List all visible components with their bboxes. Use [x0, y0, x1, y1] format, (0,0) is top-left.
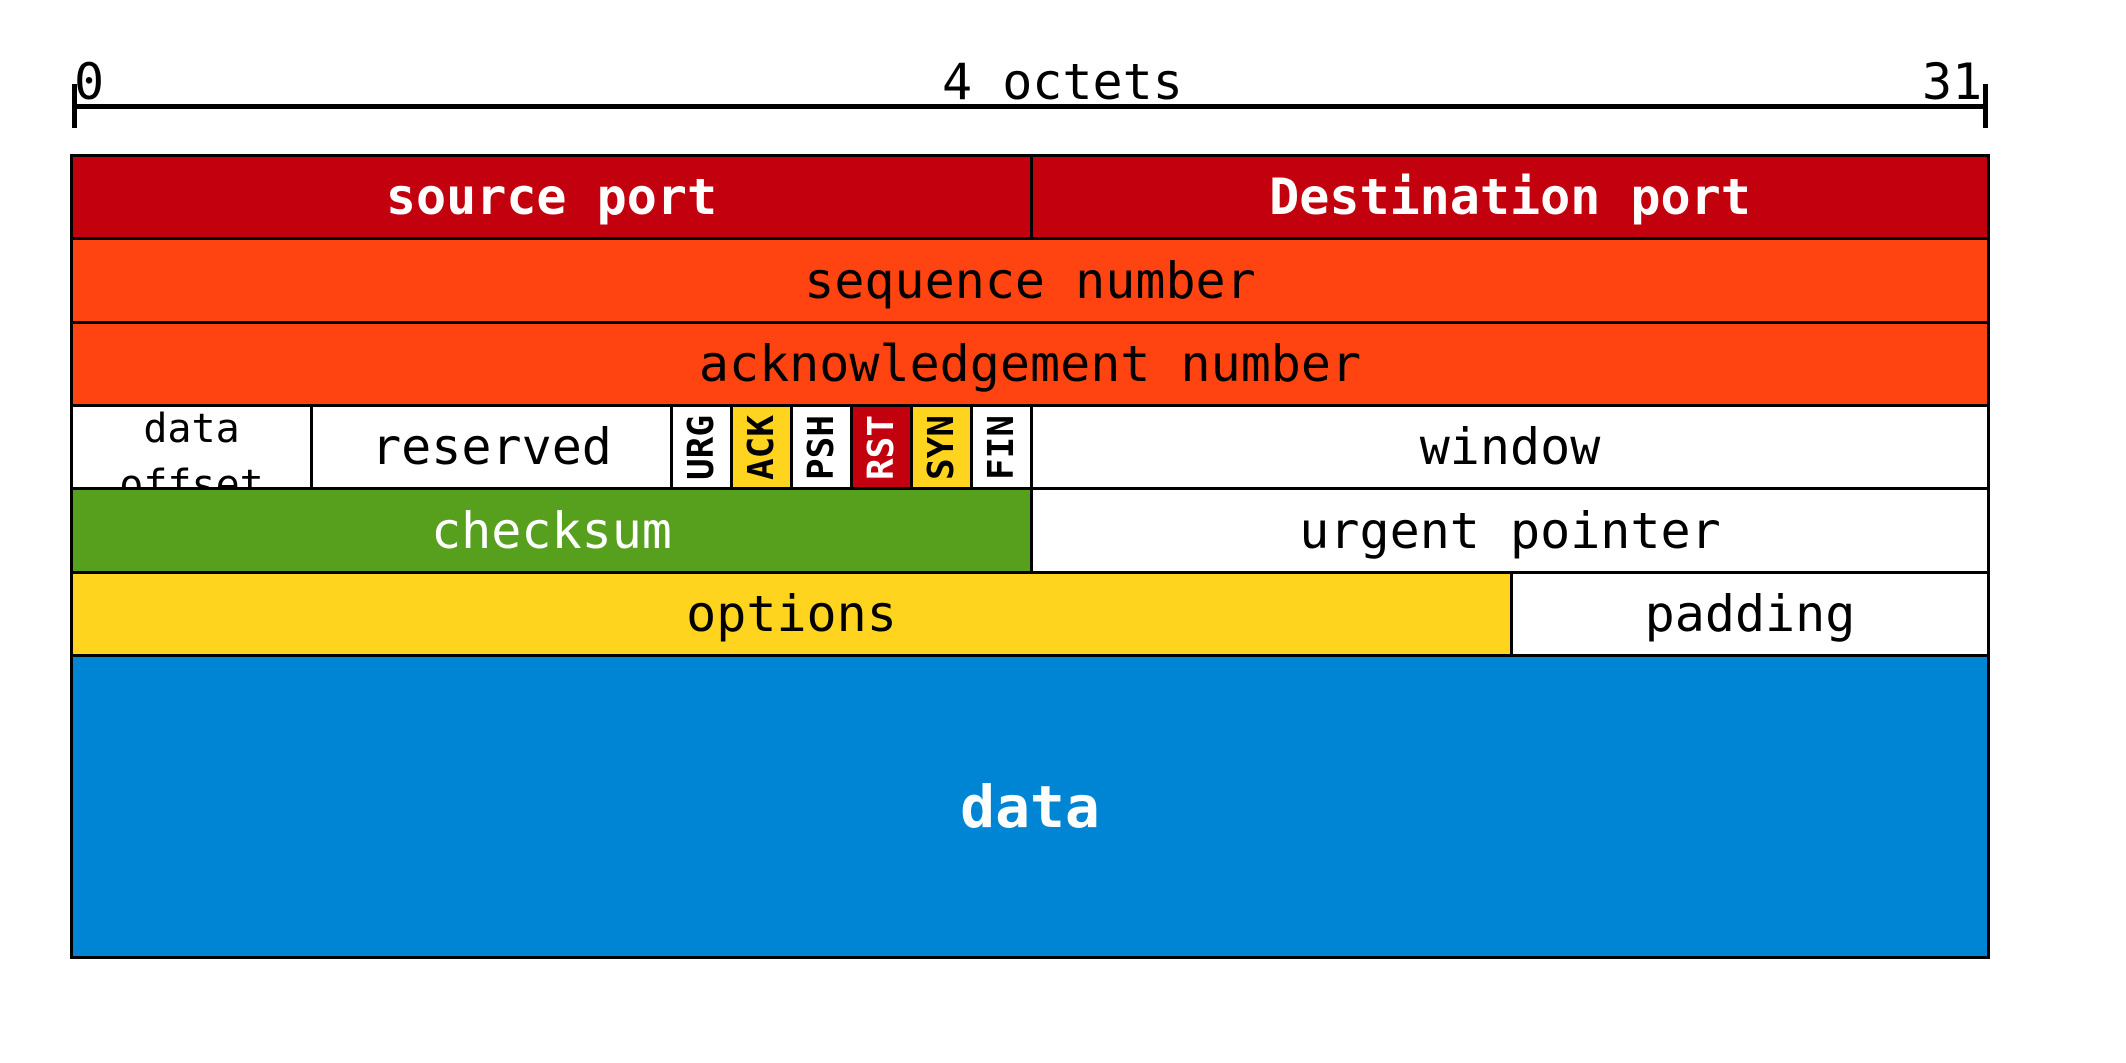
flag-fin-label: FIN	[981, 414, 1022, 480]
field-window: window	[1030, 404, 1990, 490]
flag-fin: FIN	[970, 404, 1033, 490]
header-fields: source port Destination port sequence nu…	[70, 154, 1990, 959]
field-data-offset-label: data offset	[119, 406, 264, 490]
field-data-offset: data offset	[70, 404, 313, 490]
field-source-port-label: source port	[385, 168, 718, 226]
flag-ack-label: ACK	[741, 414, 782, 480]
flag-rst-label: RST	[861, 414, 902, 480]
field-reserved: reserved	[310, 404, 673, 490]
field-urgent-pointer-label: urgent pointer	[1299, 501, 1721, 560]
field-destination-port: Destination port	[1030, 154, 1990, 240]
field-data: data	[70, 654, 1990, 959]
field-source-port: source port	[70, 154, 1033, 240]
scale-tick-start	[72, 84, 77, 128]
scale-end-label: 31	[1922, 53, 1983, 111]
flag-psh-label: PSH	[801, 414, 842, 480]
field-checksum: checksum	[70, 487, 1033, 574]
field-padding-label: padding	[1644, 585, 1856, 643]
scale-tick-end	[1983, 84, 1988, 128]
field-padding: padding	[1510, 571, 1990, 657]
field-urgent-pointer: urgent pointer	[1030, 487, 1990, 574]
scale-line	[72, 104, 1988, 109]
field-sequence-number-label: sequence number	[804, 251, 1256, 310]
flag-syn: SYN	[910, 404, 973, 490]
field-acknowledgement-number-label: acknowledgement number	[698, 335, 1362, 393]
flag-urg-label: URG	[681, 414, 722, 480]
field-options: options	[70, 571, 1513, 657]
field-window-label: window	[1419, 418, 1601, 476]
flag-syn-label: SYN	[921, 414, 962, 480]
field-acknowledgement-number: acknowledgement number	[70, 321, 1990, 407]
flag-urg: URG	[670, 404, 733, 490]
field-data-label: data	[960, 772, 1100, 841]
flag-psh: PSH	[790, 404, 853, 490]
scale-start-label: 0	[74, 53, 105, 111]
field-checksum-label: checksum	[431, 501, 672, 560]
field-destination-port-label: Destination port	[1269, 168, 1751, 226]
field-options-label: options	[686, 585, 897, 643]
flag-ack: ACK	[730, 404, 793, 490]
field-sequence-number: sequence number	[70, 237, 1990, 324]
field-reserved-label: reserved	[371, 418, 612, 476]
flag-rst: RST	[850, 404, 913, 490]
scale-center-label: 4 octets	[942, 53, 1183, 111]
